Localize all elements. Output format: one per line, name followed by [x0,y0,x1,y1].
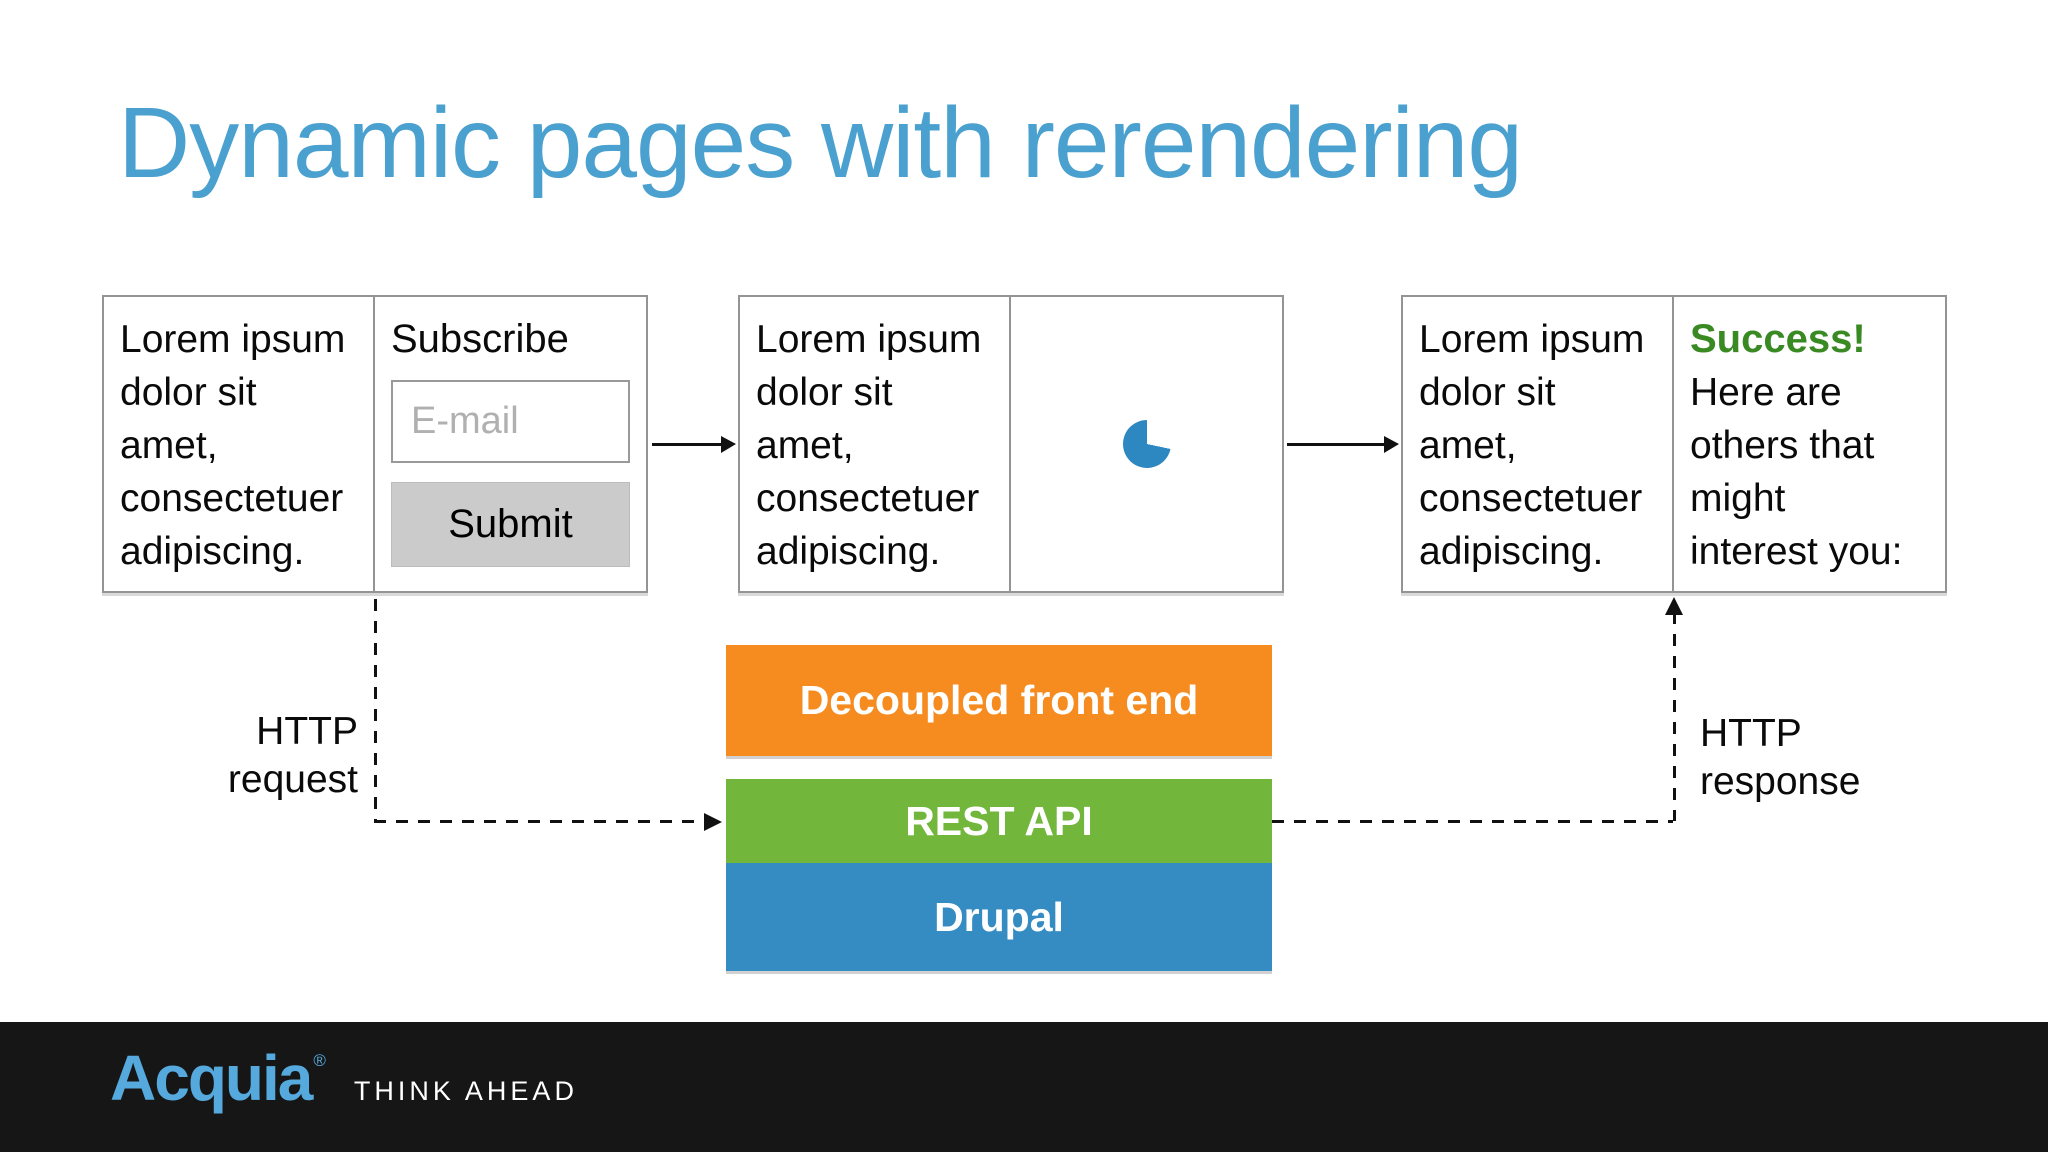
subscribe-form: Subscribe Submit [375,297,646,591]
page-state-loading: Lorem ipsum dolor sit amet, consectetuer… [738,295,1284,593]
stack-layer-drupal: Drupal [726,863,1272,971]
arrow-head-icon [1384,436,1399,453]
loading-column [1011,297,1282,591]
acquia-brand: Acquia ® THINK AHEAD [110,1046,578,1110]
loading-spinner-icon [1122,420,1171,468]
http-request-line-vertical [374,599,377,821]
success-column: Success! Here are others that might inte… [1674,297,1945,591]
registered-mark: ® [313,1051,326,1070]
lorem-text: Lorem ipsum dolor sit amet, consectetuer… [756,318,982,573]
stack-layer-label: Drupal [934,893,1064,940]
http-response-line-horizontal [1272,820,1673,823]
http-response-line-vertical [1673,612,1676,821]
success-message: Here are others that might interest you: [1690,371,1903,573]
http-response-label: HTTP response [1700,712,1861,803]
arrow-head-icon [721,436,736,453]
lorem-text: Lorem ipsum dolor sit amet, consectetuer… [120,318,346,573]
acquia-logo: Acquia [110,1042,313,1114]
stack-layer-label: REST API [905,797,1093,844]
subscribe-heading: Subscribe [391,317,569,361]
lorem-text: Lorem ipsum dolor sit amet, consectetuer… [1419,318,1645,573]
page-state-success: Lorem ipsum dolor sit amet, consectetuer… [1401,295,1947,593]
content-column: Lorem ipsum dolor sit amet, consectetuer… [104,297,375,591]
http-request-line-horizontal [374,820,704,823]
success-heading: Success! [1690,317,1866,361]
brand-tagline: THINK AHEAD [353,1076,578,1106]
page-state-initial: Lorem ipsum dolor sit amet, consectetuer… [102,295,648,593]
stack-layer-decoupled-front-end: Decoupled front end [726,645,1272,756]
email-field[interactable] [391,380,630,463]
page-title: Dynamic pages with rerendering [118,87,1523,199]
http-response-arrow-head-icon [1665,597,1683,615]
http-request-arrow-head-icon [704,813,722,831]
stack-layer-label: Decoupled front end [799,677,1199,723]
arrow-shaft [1287,443,1386,446]
footer-bar: Acquia ® THINK AHEAD [0,1022,2048,1152]
http-request-label: HTTP request [227,710,358,801]
arrow-shaft [652,443,723,446]
stack-layer-rest-api: REST API [726,779,1272,863]
submit-button[interactable]: Submit [391,482,630,567]
content-column: Lorem ipsum dolor sit amet, consectetuer… [1403,297,1674,591]
flow-arrow [1287,436,1399,453]
content-column: Lorem ipsum dolor sit amet, consectetuer… [740,297,1011,591]
flow-arrow [652,436,736,453]
